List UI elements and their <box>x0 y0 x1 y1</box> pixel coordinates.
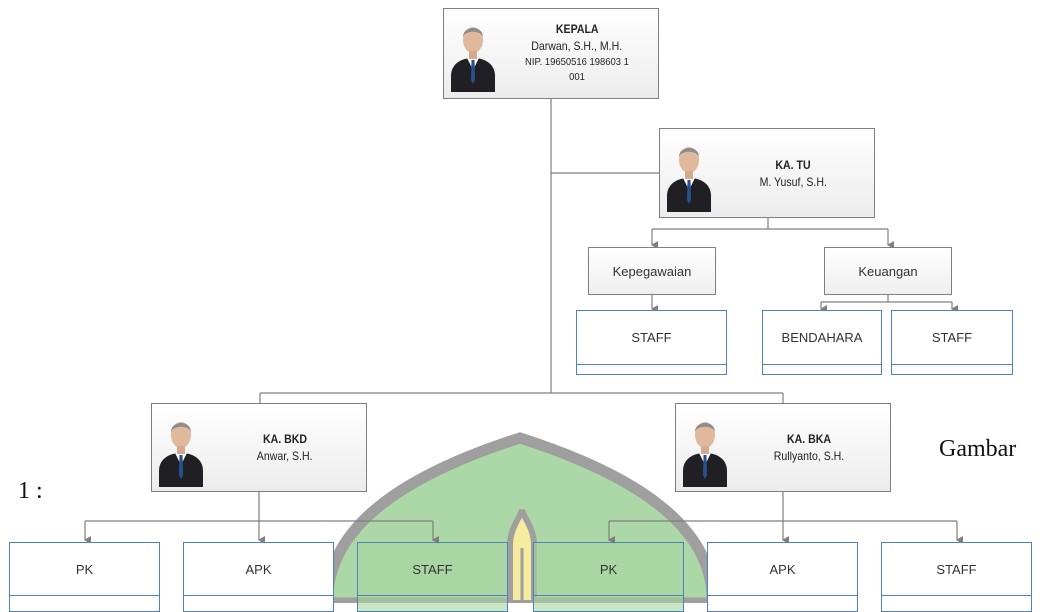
node-bkd-staff: STAFF <box>357 542 508 612</box>
node-name: Anwar, S.H. <box>257 449 313 463</box>
person-avatar-icon <box>451 27 495 92</box>
node-label: PK <box>75 562 94 577</box>
node-name: M. Yusuf, S.H. <box>759 174 827 189</box>
node-label: STAFF <box>936 562 977 577</box>
node-label: STAFF <box>412 562 453 577</box>
node-role: KA. TU <box>775 157 811 172</box>
node-divider <box>763 364 881 365</box>
node-kepala: KEPALA Darwan, S.H., M.H. NIP. 19650516 … <box>443 8 659 99</box>
node-ka-bkd: KA. BKD Anwar, S.H. <box>151 403 367 492</box>
node-bka-apk: APK <box>707 542 858 612</box>
node-kepegawaian: Kepegawaian <box>588 247 716 295</box>
node-nip: NIP. 19650516 198603 1 001 <box>525 56 629 83</box>
node-role: KEPALA <box>555 22 599 36</box>
node-name: Darwan, S.H., M.H. <box>531 39 623 53</box>
node-divider <box>534 595 683 596</box>
node-bka-pk: PK <box>533 542 684 612</box>
node-bka-staff: STAFF <box>881 542 1032 612</box>
person-avatar-icon <box>159 422 203 487</box>
node-bendahara: BENDAHARA <box>762 310 882 375</box>
node-divider <box>708 595 857 596</box>
node-tu-staff: STAFF <box>576 310 727 375</box>
node-label: PK <box>599 562 618 577</box>
node-ka-tu: KA. TU M. Yusuf, S.H. <box>659 128 875 218</box>
node-label: APK <box>245 562 272 577</box>
node-label: STAFF <box>631 330 672 345</box>
node-role: KA. BKD <box>263 432 307 446</box>
node-bkd-apk: APK <box>183 542 334 612</box>
node-divider <box>882 595 1031 596</box>
node-role: KA. BKA <box>787 432 831 446</box>
node-label: APK <box>769 562 796 577</box>
node-keuangan: Keuangan <box>824 247 952 295</box>
node-bkd-pk: PK <box>9 542 160 612</box>
node-name: Rullyanto, S.H. <box>773 449 845 463</box>
node-divider <box>577 364 726 365</box>
person-avatar-icon <box>683 422 727 487</box>
node-divider <box>358 595 507 596</box>
node-divider <box>184 595 333 596</box>
node-divider <box>10 595 159 596</box>
node-divider <box>892 364 1012 365</box>
node-label: BENDAHARA <box>781 330 863 345</box>
person-avatar-icon <box>667 147 711 212</box>
caption-number: 1 : <box>18 478 43 504</box>
node-label: STAFF <box>931 330 973 345</box>
node-ka-bka: KA. BKA Rullyanto, S.H. <box>675 403 891 492</box>
caption-word: Gambar <box>939 436 1017 462</box>
node-keu-staff: STAFF <box>891 310 1013 375</box>
